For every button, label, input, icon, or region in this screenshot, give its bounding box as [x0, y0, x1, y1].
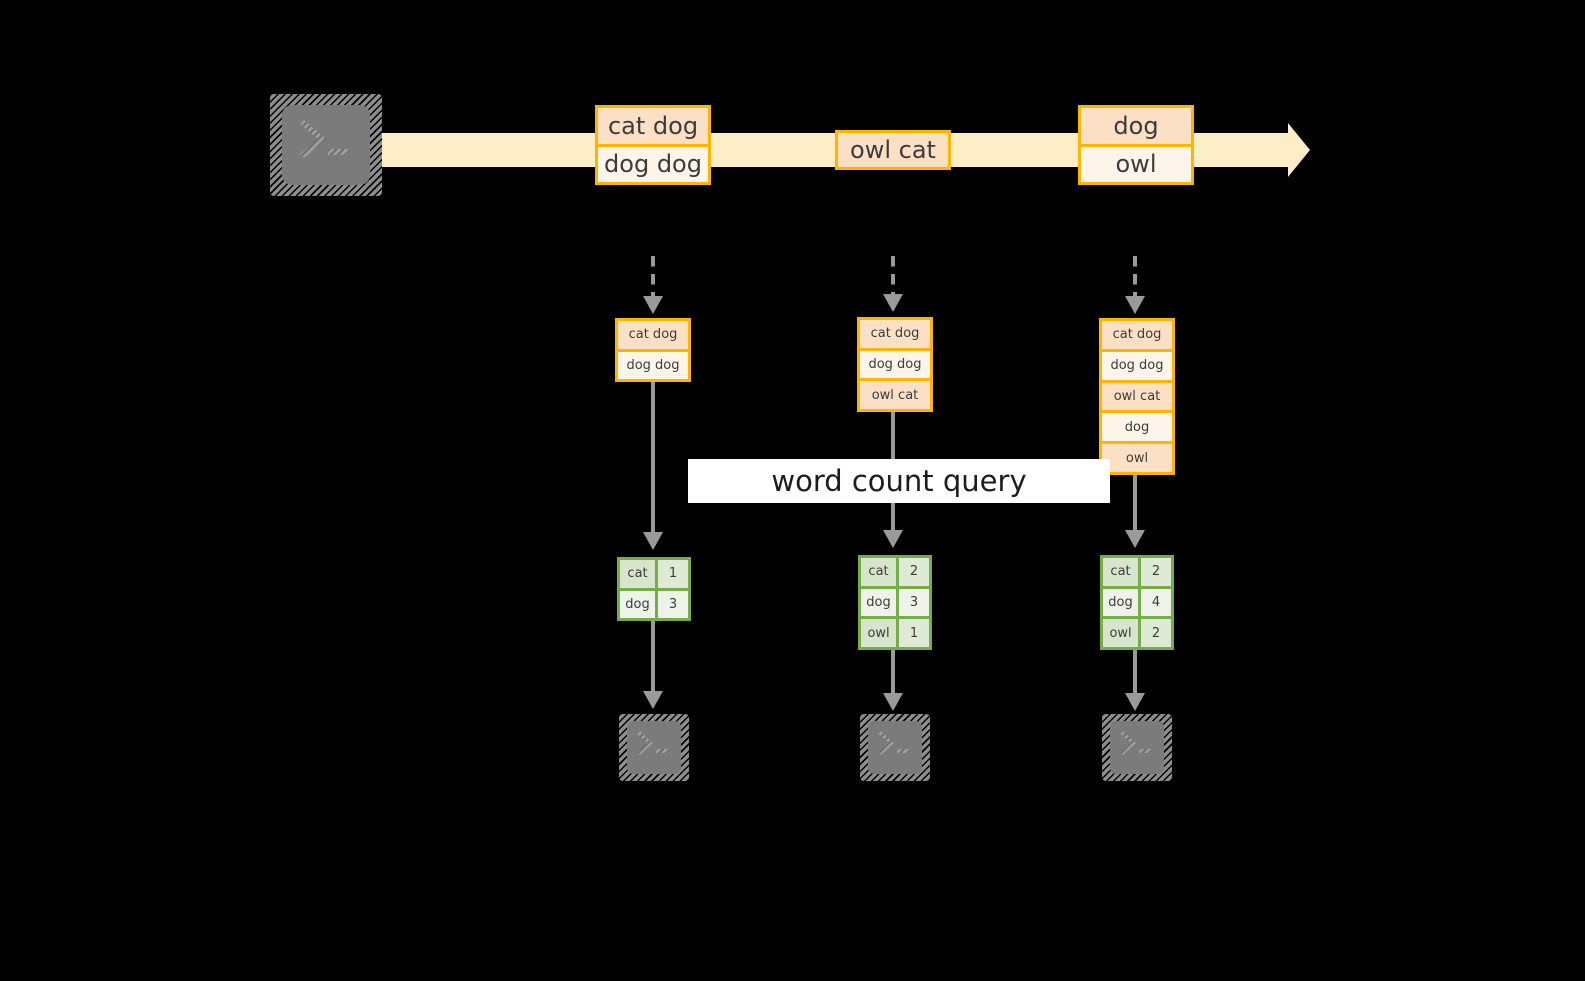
count-cell: 2	[899, 558, 929, 586]
query-arrow-1	[651, 382, 655, 534]
snapshot-tap-arrow-1	[651, 256, 655, 298]
timeline-event-2[interactable]: owl cat	[835, 130, 951, 170]
emit-arrowhead-1	[643, 691, 663, 709]
stream-timeline-arrowhead	[1288, 123, 1310, 177]
prompt-glyph	[637, 731, 669, 755]
table-row: owl 1	[861, 616, 929, 648]
log-line: dog	[1102, 410, 1172, 442]
record-line: owl cat	[838, 133, 948, 167]
record-line: owl	[1081, 143, 1191, 182]
word-cell: cat	[1103, 558, 1142, 586]
table-row: dog 3	[861, 585, 929, 617]
prompt-glyph	[300, 120, 348, 158]
snapshot-tap-arrowhead-2	[883, 294, 903, 312]
count-cell: 1	[658, 560, 688, 588]
table-row: cat 1	[620, 560, 688, 588]
emit-arrow-1	[651, 621, 655, 693]
result-table-3[interactable]: cat 2 dog 4 owl 2	[1100, 555, 1174, 650]
count-cell: 3	[658, 590, 688, 618]
table-row: dog 3	[620, 587, 688, 618]
snapshot-log-3[interactable]: cat dog dog dog owl cat dog owl	[1099, 318, 1175, 475]
log-line: cat dog	[1102, 321, 1172, 349]
word-cell: dog	[1103, 588, 1142, 617]
query-arrowhead-2	[883, 530, 903, 548]
emit-arrow-2	[891, 650, 895, 695]
timeline-event-3[interactable]: dog owl	[1078, 105, 1194, 185]
snapshot-tap-arrowhead-3	[1125, 296, 1145, 314]
log-line: dog dog	[1102, 348, 1172, 380]
count-cell: 2	[1141, 558, 1171, 586]
word-cell: owl	[861, 619, 900, 648]
table-row: dog 4	[1103, 585, 1171, 617]
query-arrowhead-3	[1125, 530, 1145, 548]
log-line: owl	[1102, 441, 1172, 472]
word-count-query-banner: word count query	[688, 459, 1110, 503]
prompt-glyph	[878, 731, 910, 755]
query-arrow-3	[1133, 475, 1137, 532]
consumer-terminal-icon-3	[1102, 714, 1172, 781]
record-line: dog dog	[598, 143, 708, 182]
result-table-1[interactable]: cat 1 dog 3	[617, 557, 691, 621]
table-row: owl 2	[1103, 616, 1171, 648]
query-arrowhead-1	[643, 532, 663, 550]
log-line: owl cat	[860, 378, 930, 410]
snapshot-tap-arrowhead-1	[643, 296, 663, 314]
stream-source-terminal-icon	[270, 94, 382, 196]
consumer-terminal-icon-1	[619, 714, 689, 781]
word-cell: owl	[1103, 619, 1142, 648]
word-cell: cat	[620, 560, 659, 588]
log-line: dog dog	[860, 347, 930, 379]
count-cell: 3	[899, 588, 929, 617]
emit-arrowhead-2	[883, 693, 903, 711]
result-table-2[interactable]: cat 2 dog 3 owl 1	[858, 555, 932, 650]
log-line: owl cat	[1102, 379, 1172, 411]
table-row: cat 2	[1103, 558, 1171, 586]
word-cell: dog	[861, 588, 900, 617]
emit-arrow-3	[1133, 650, 1137, 695]
log-line: cat dog	[860, 320, 930, 348]
consumer-terminal-icon-2	[860, 714, 930, 781]
word-cell: cat	[861, 558, 900, 586]
snapshot-tap-arrow-3	[1133, 256, 1137, 298]
record-line: cat dog	[598, 108, 708, 144]
count-cell: 1	[899, 619, 929, 648]
snapshot-tap-arrow-2	[891, 256, 895, 296]
log-line: dog dog	[618, 348, 688, 379]
table-row: cat 2	[861, 558, 929, 586]
timeline-event-1[interactable]: cat dog dog dog	[595, 105, 711, 185]
record-line: dog	[1081, 108, 1191, 144]
emit-arrowhead-3	[1125, 693, 1145, 711]
prompt-glyph	[1120, 731, 1152, 755]
snapshot-log-1[interactable]: cat dog dog dog	[615, 318, 691, 382]
snapshot-log-2[interactable]: cat dog dog dog owl cat	[857, 317, 933, 412]
log-line: cat dog	[618, 321, 688, 349]
count-cell: 2	[1141, 619, 1171, 648]
count-cell: 4	[1141, 588, 1171, 617]
word-cell: dog	[620, 590, 659, 618]
